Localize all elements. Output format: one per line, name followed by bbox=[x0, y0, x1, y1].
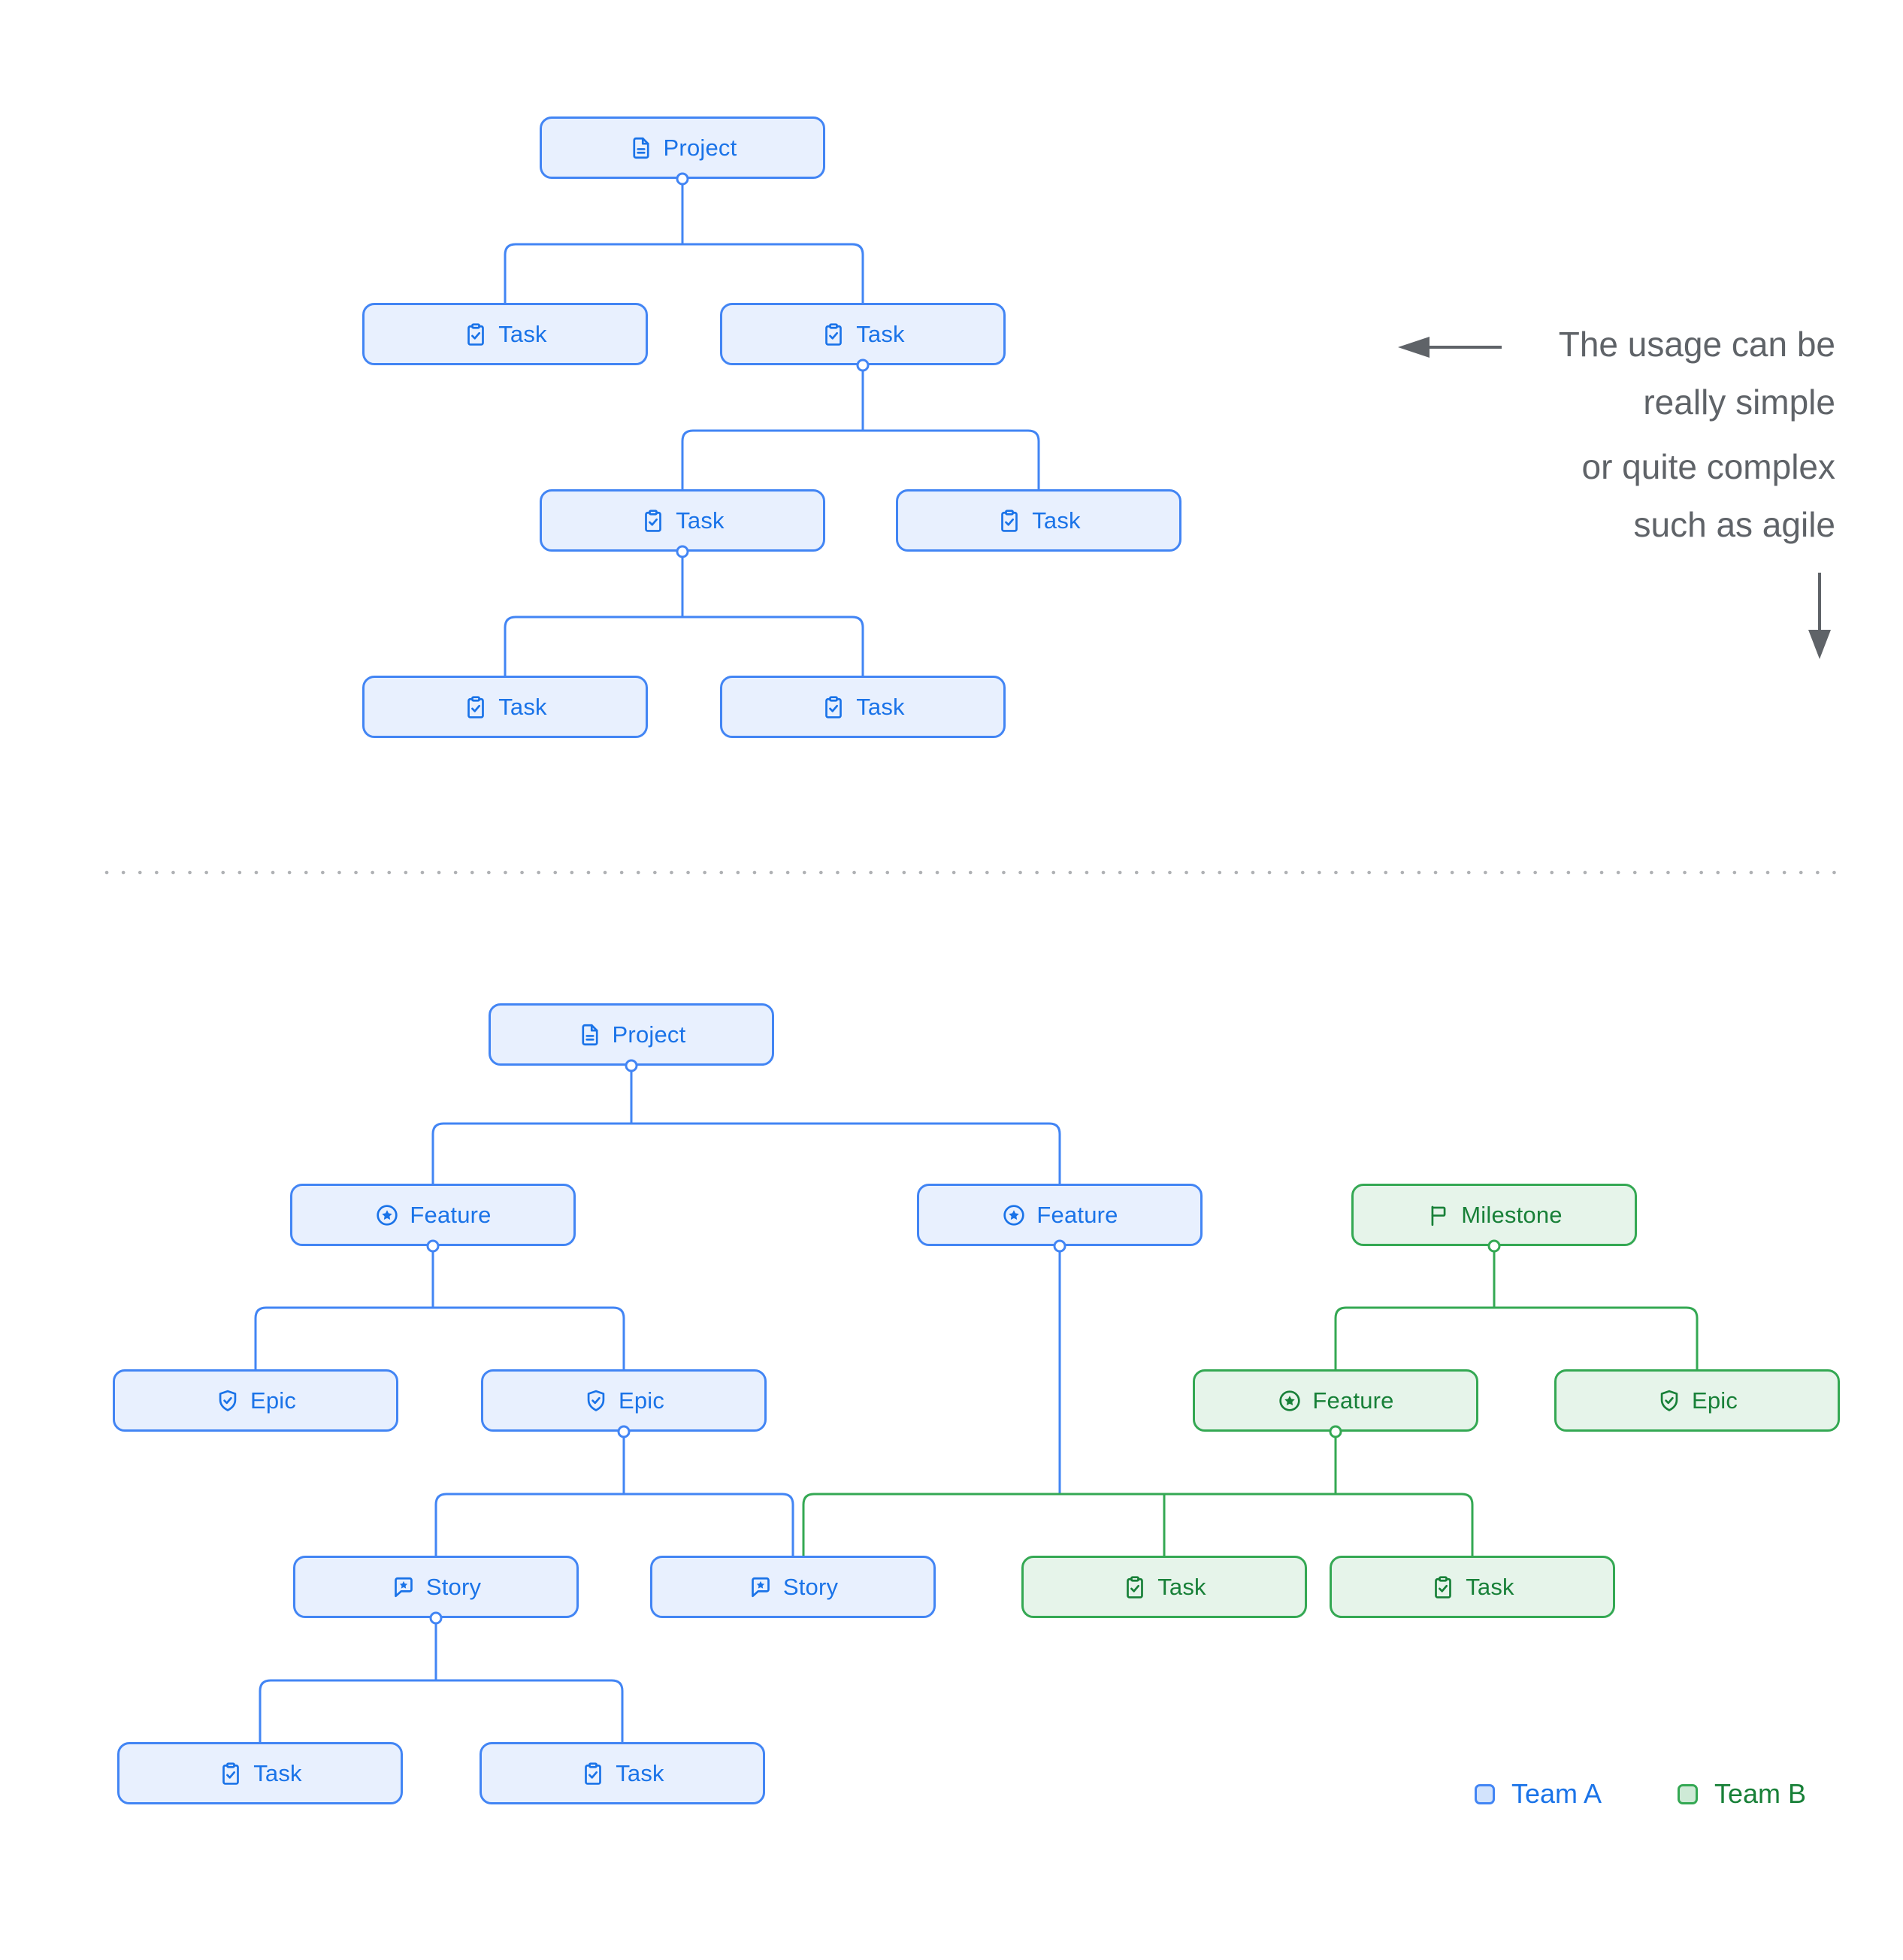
node-label: Task bbox=[1466, 1573, 1514, 1600]
node-label: Project bbox=[663, 134, 737, 161]
node-task: Task bbox=[720, 303, 1006, 365]
team-a-swatch bbox=[1475, 1783, 1495, 1804]
node-project: Project bbox=[540, 116, 825, 179]
node-feature: Feature bbox=[917, 1184, 1203, 1246]
clipboard-check-icon bbox=[222, 1762, 240, 1785]
annotation-line: really simple bbox=[1643, 383, 1835, 422]
node-label: Task bbox=[498, 693, 547, 720]
node-label: Feature bbox=[1312, 1387, 1394, 1414]
annotation-line: or quite complex bbox=[1581, 447, 1836, 486]
document-icon bbox=[581, 1024, 598, 1045]
story-comment-icon bbox=[751, 1577, 770, 1597]
node-task: Task bbox=[480, 1742, 765, 1804]
clipboard-check-icon bbox=[1127, 1575, 1144, 1599]
feature-star-icon bbox=[377, 1204, 398, 1226]
left-arrow bbox=[1398, 337, 1502, 358]
node-task: Task bbox=[117, 1742, 403, 1804]
node-milestone: Milestone bbox=[1351, 1184, 1637, 1246]
document-icon bbox=[632, 137, 649, 159]
clipboard-check-icon bbox=[1001, 509, 1018, 532]
node-label: Feature bbox=[410, 1201, 492, 1228]
node-label: Task bbox=[1032, 507, 1081, 534]
clipboard-check-icon bbox=[585, 1762, 602, 1785]
node-label: Task bbox=[616, 1759, 664, 1786]
node-task: Task bbox=[896, 489, 1181, 552]
node-label: Task bbox=[1157, 1573, 1206, 1600]
node-epic: Epic bbox=[1554, 1369, 1840, 1432]
node-project: Project bbox=[489, 1003, 774, 1066]
node-label: Epic bbox=[1691, 1387, 1738, 1414]
epic-shield-icon bbox=[219, 1390, 237, 1411]
node-feature: Feature bbox=[1193, 1369, 1478, 1432]
node-label: Task bbox=[856, 693, 905, 720]
node-epic: Epic bbox=[481, 1369, 767, 1432]
node-label: Project bbox=[612, 1021, 686, 1048]
node-task: Task bbox=[720, 676, 1006, 738]
node-label: Epic bbox=[250, 1387, 297, 1414]
node-label: Story bbox=[425, 1573, 482, 1600]
node-label: Task bbox=[498, 320, 547, 347]
node-label: Epic bbox=[618, 1387, 665, 1414]
clipboard-check-icon bbox=[645, 509, 662, 532]
node-label: Task bbox=[856, 320, 905, 347]
clipboard-check-icon bbox=[825, 322, 843, 346]
legend-team-a: Team A bbox=[1475, 1778, 1602, 1810]
legend-label: Team A bbox=[1511, 1778, 1602, 1809]
milestone-flag-icon bbox=[1431, 1205, 1446, 1226]
story-comment-icon bbox=[394, 1577, 413, 1597]
epic-shield-icon bbox=[1660, 1390, 1678, 1411]
node-feature: Feature bbox=[290, 1184, 576, 1246]
node-epic: Epic bbox=[113, 1369, 398, 1432]
legend-team-b: Team B bbox=[1678, 1778, 1806, 1810]
node-label: Story bbox=[782, 1573, 839, 1600]
node-label: Feature bbox=[1036, 1201, 1118, 1228]
team-b-swatch bbox=[1678, 1783, 1698, 1804]
node-task: Task bbox=[362, 676, 648, 738]
epic-shield-icon bbox=[587, 1390, 605, 1411]
clipboard-check-icon bbox=[467, 322, 485, 346]
node-task: Task bbox=[1330, 1556, 1615, 1618]
node-story: Story bbox=[293, 1556, 579, 1618]
node-label: Task bbox=[253, 1759, 302, 1786]
node-label: Task bbox=[676, 507, 725, 534]
clipboard-check-icon bbox=[1435, 1575, 1452, 1599]
down-arrow bbox=[1808, 573, 1831, 659]
annotation-line: such as agile bbox=[1633, 505, 1836, 544]
node-task: Task bbox=[540, 489, 825, 552]
clipboard-check-icon bbox=[825, 695, 843, 718]
node-task: Task bbox=[1021, 1556, 1307, 1618]
node-label: Milestone bbox=[1461, 1201, 1563, 1228]
feature-star-icon bbox=[1279, 1390, 1301, 1411]
annotation-text: The usage can be really simple or quite … bbox=[1559, 316, 1835, 554]
feature-star-icon bbox=[1003, 1204, 1025, 1226]
legend-label: Team B bbox=[1714, 1778, 1807, 1809]
clipboard-check-icon bbox=[467, 695, 485, 718]
annotation-line: The usage can be bbox=[1558, 325, 1835, 364]
node-story: Story bbox=[650, 1556, 936, 1618]
node-task: Task bbox=[362, 303, 648, 365]
